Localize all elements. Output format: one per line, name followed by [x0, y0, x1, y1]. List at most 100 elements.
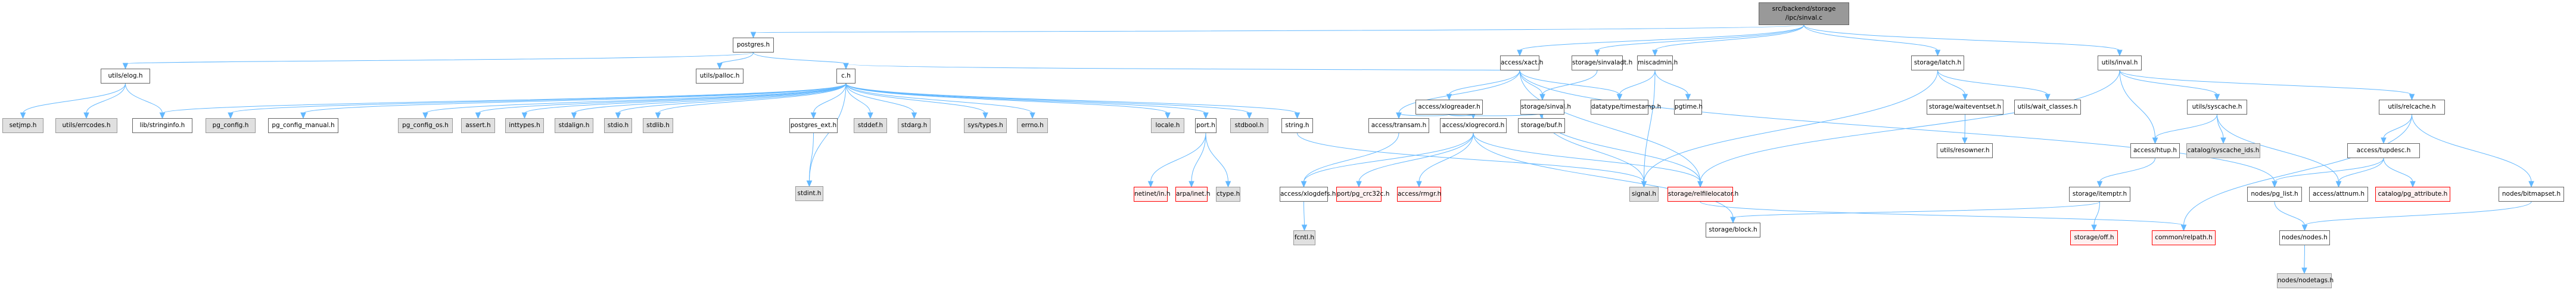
node-catalog-syscache-ids-h[interactable]: catalog/syscache_ids.h [2186, 143, 2260, 158]
node-pg-config-manual-h[interactable]: pg_config_manual.h [268, 118, 338, 133]
edge-access_xact_h-to-nodes_pg_list_h [1519, 70, 2275, 183]
arrowhead-icon [1517, 50, 1523, 57]
edge-access_transam_h-to-access_xlogdefs_h [1303, 132, 1399, 183]
node-datatype-timestamp-h[interactable]: datatype/timestamp.h [1591, 100, 1661, 115]
node-postgres-h[interactable]: postgres.h [733, 38, 774, 53]
node-storage-relfilelocator-h[interactable]: storage/relfilelocator.h [1667, 187, 1738, 202]
root-label-line1: src/backend/storage [1772, 5, 1836, 13]
node-utils-errcodes-h[interactable]: utils/errcodes.h [55, 118, 117, 133]
edge-miscadmin_h-to-signal_h [1644, 70, 1656, 183]
node-string-h[interactable]: string.h [1281, 118, 1313, 133]
node-storage-waiteventset-h[interactable]: storage/waiteventset.h [1927, 100, 2003, 115]
node-fcntl-h[interactable]: fcntl.h [1293, 230, 1315, 245]
node-stdbool-h[interactable]: stdbool.h [1230, 118, 1268, 133]
node-storage-sinval-h[interactable]: storage/sinval.h [1520, 100, 1571, 115]
node-pg-config-os-h[interactable]: pg_config_os.h [398, 118, 453, 133]
arrowhead-icon [1962, 137, 1968, 144]
edge-utils_elog_h-to-utils_errcodes_h [86, 83, 126, 114]
node-access-rmgr-h[interactable]: access/rmgr.h [1397, 187, 1441, 202]
node-access-attnum-h[interactable]: access/attnum.h [2309, 187, 2368, 202]
edge-access_xlogrecord_h-to-storage_block_h [1473, 132, 1734, 218]
node-access-xlogreader-h[interactable]: access/xlogreader.h [1415, 100, 1483, 115]
edge-c_h-to-port_h [845, 83, 1206, 114]
arrowhead-icon [1396, 112, 1402, 119]
node-inttypes-h[interactable]: inttypes.h [505, 118, 544, 133]
arrowhead-icon [571, 112, 577, 119]
node-pg-config-h[interactable]: pg_config.h [206, 118, 256, 133]
edge-postgres_h-to-utils_elog_h [125, 52, 754, 64]
node-errno-h[interactable]: errno.h [1017, 118, 1048, 133]
node-signal-h[interactable]: signal.h [1629, 187, 1659, 202]
arrowhead-icon [1301, 181, 1307, 188]
node-utils-resowner-h[interactable]: utils/resowner.h [1937, 143, 1993, 158]
edge-access_xlogrecord_h-to-access_xlogdefs_h [1303, 132, 1474, 183]
arrowhead-icon [1730, 217, 1736, 224]
node-c-h[interactable]: c.h [836, 69, 855, 84]
node-miscadmin-h[interactable]: miscadmin.h [1637, 55, 1678, 70]
edge-root-to-storage_sinvaladt_h [1597, 24, 1805, 51]
node-nodes-nodetags-h[interactable]: nodes/nodetags.h [2277, 273, 2334, 288]
node-root-sinval-c[interactable]: src/backend/storage /ipc/sinval.c [1759, 2, 1849, 25]
node-stddef-h[interactable]: stddef.h [854, 118, 887, 133]
node-nodes-nodes-h[interactable]: nodes/nodes.h [2279, 230, 2330, 245]
arrowhead-icon [2096, 181, 2103, 188]
edge-storage_sinval_h-to-storage_relfilelocator_h [1542, 114, 1701, 183]
node-stdio-h[interactable]: stdio.h [604, 118, 632, 133]
edge-nodes_nodes_h-to-nodes_nodetags_h [2304, 245, 2305, 269]
node-catalog-pg-attribute-h[interactable]: catalog/pg_attribute.h [2375, 187, 2450, 202]
node-port-pg-crc32c-h[interactable]: port/pg_crc32c.h [1336, 187, 1389, 202]
node-access-tupdesc-h[interactable]: access/tupdesc.h [2347, 143, 2420, 158]
edge-storage_itemptr_h-to-storage_off_h [2093, 201, 2100, 226]
node-utils-palloc-h[interactable]: utils/palloc.h [696, 69, 743, 84]
arrowhead-icon [2410, 181, 2416, 188]
node-access-xlogdefs-h[interactable]: access/xlogdefs.h [1280, 187, 1336, 202]
edge-postgres_ext_h-to-stdint_h [809, 132, 814, 182]
node-utils-inval-h[interactable]: utils/inval.h [2098, 55, 2142, 70]
node-assert-h[interactable]: assert.h [461, 118, 495, 133]
arrowhead-icon [911, 112, 917, 119]
edge-c_h-to-stdbool_h [845, 83, 1250, 114]
node-utils-wait-classes-h[interactable]: utils/wait_classes.h [2014, 100, 2081, 115]
node-storage-buf-h[interactable]: storage/buf.h [1518, 118, 1565, 133]
node-storage-latch-h[interactable]: storage/latch.h [1911, 55, 1964, 70]
edge-port_h-to-netinet_in_h [1150, 132, 1206, 183]
arrowhead-icon [1539, 94, 1545, 101]
node-utils-relcache-h[interactable]: utils/relcache.h [2379, 100, 2445, 115]
node-stdint-h[interactable]: stdint.h [795, 186, 823, 201]
arrowhead-icon [982, 112, 988, 119]
edge-access_xlogrecord_h-to-access_rmgr_h [1418, 132, 1474, 183]
node-storage-off-h[interactable]: storage/off.h [2070, 230, 2118, 245]
node-nodes-bitmapset-h[interactable]: nodes/bitmapset.h [2499, 187, 2564, 202]
node-access-xact-h[interactable]: access/xact.h [1500, 55, 1543, 70]
node-access-htup-h[interactable]: access/htup.h [2130, 143, 2180, 158]
edge-storage_itemptr_h-to-storage_block_h [1732, 201, 2100, 218]
node-access-xlogrecord-h[interactable]: access/xlogrecord.h [1440, 118, 1507, 133]
node-nodes-pg-list-h[interactable]: nodes/pg_list.h [2247, 187, 2302, 202]
node-locale-h[interactable]: locale.h [1151, 118, 1184, 133]
node-sys-types-h[interactable]: sys/types.h [964, 118, 1007, 133]
node-access-transam-h[interactable]: access/transam.h [1368, 118, 1429, 133]
node-stdalign-h[interactable]: stdalign.h [555, 118, 593, 133]
node-utils-syscache-h[interactable]: utils/syscache.h [2187, 100, 2247, 115]
node-netinet-in-h[interactable]: netinet/in.h [1134, 187, 1170, 202]
arrowhead-icon [655, 112, 661, 119]
node-stdlib-h[interactable]: stdlib.h [643, 118, 673, 133]
edge-c_h-to-sys_types_h [845, 83, 986, 114]
node-arpa-inet-h[interactable]: arpa/inet.h [1175, 187, 1211, 202]
node-setjmp-h[interactable]: setjmp.h [2, 118, 43, 133]
node-ctype-h[interactable]: ctype.h [1216, 187, 1240, 202]
edge-root-to-miscadmin_h [1654, 24, 1805, 51]
node-common-relpath-h[interactable]: common/relpath.h [2152, 230, 2216, 245]
edge-utils_elog_h-to-setjmp_h [23, 83, 126, 114]
node-stdarg-h[interactable]: stdarg.h [898, 118, 931, 133]
node-port-h[interactable]: port.h [1195, 118, 1217, 133]
node-utils-elog-h[interactable]: utils/elog.h [101, 69, 150, 84]
node-storage-sinvaladt-h[interactable]: storage/sinvaladt.h [1572, 55, 1632, 70]
node-storage-itemptr-h[interactable]: storage/itemptr.h [2069, 187, 2130, 202]
arrowhead-icon [1225, 181, 1231, 188]
edge-access_htup_h-to-storage_itemptr_h [2099, 158, 2155, 183]
node-postgres-ext-h[interactable]: postgres_ext.h [789, 118, 838, 133]
node-lib-stringinfo-h[interactable]: lib/stringinfo.h [132, 118, 192, 133]
node-storage-block-h[interactable]: storage/block.h [1706, 223, 1760, 238]
node-pgtime-h[interactable]: pgtime.h [1674, 100, 1703, 115]
